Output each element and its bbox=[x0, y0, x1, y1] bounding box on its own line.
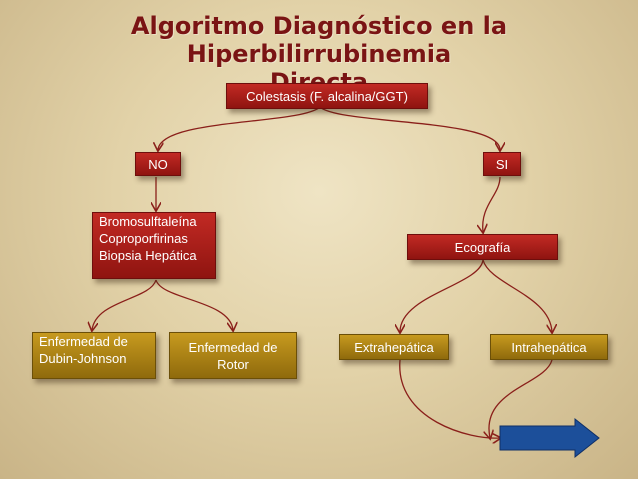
connector-eco-intra bbox=[482, 259, 552, 332]
connector-extra-arrow bbox=[399, 359, 500, 438]
node-no: NO bbox=[135, 152, 181, 176]
next-arrow-icon bbox=[499, 417, 600, 459]
title-line-1: Algoritmo Diagnóstico en la Hiperbilirru… bbox=[130, 12, 508, 68]
connector-si-eco bbox=[483, 176, 501, 232]
node-si: SI bbox=[483, 152, 521, 176]
node-rotor: Enfermedad de Rotor bbox=[169, 332, 297, 379]
connector-eco-extra bbox=[400, 259, 484, 332]
connector-intra-arrow bbox=[489, 359, 553, 438]
node-colestasis: Colestasis (F. alcalina/GGT) bbox=[226, 83, 428, 109]
connector-tests-dubin bbox=[92, 279, 157, 330]
test-1: Bromosulftaleína bbox=[99, 214, 197, 229]
connector-root-no bbox=[158, 106, 321, 150]
node-extrahepatica: Extrahepática bbox=[339, 334, 449, 360]
node-dubin-johnson: Enfermedad de Dubin-Johnson bbox=[32, 332, 156, 379]
connector-tests-rotor bbox=[155, 279, 233, 330]
node-intrahepatica: Intrahepática bbox=[490, 334, 608, 360]
connector-root-si bbox=[319, 106, 500, 150]
node-tests: Bromosulftaleína Coproporfirinas Biopsia… bbox=[92, 212, 216, 279]
diagram-title: Algoritmo Diagnóstico en la Hiperbilirru… bbox=[0, 12, 638, 96]
test-2: Coproporfirinas bbox=[99, 231, 188, 246]
node-ecografia: Ecografía bbox=[407, 234, 558, 260]
test-3: Biopsia Hepática bbox=[99, 248, 197, 263]
